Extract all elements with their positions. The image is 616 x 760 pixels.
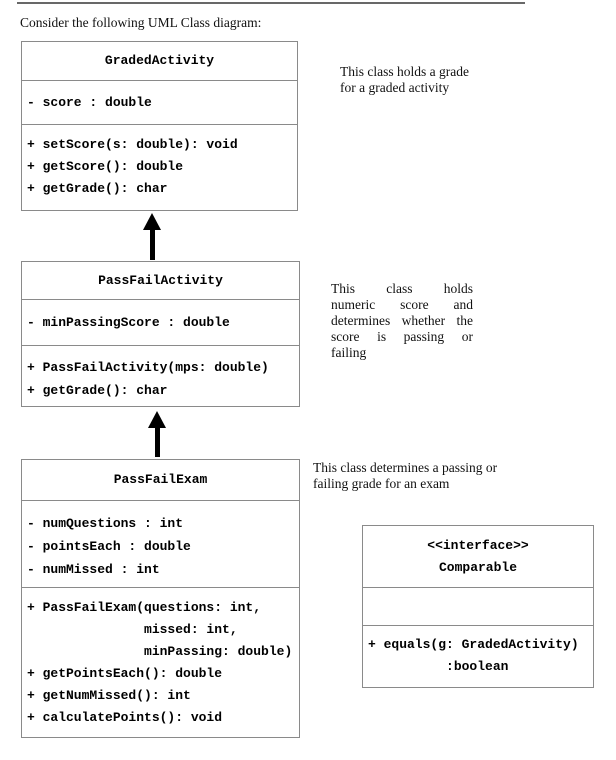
- interface-stereotype: <<interface>>: [427, 537, 529, 553]
- methods-section: + equals(g: GradedActivity) :boolean: [363, 626, 593, 687]
- class-box-graded-activity: GradedActivity - score : double + setSco…: [21, 41, 298, 211]
- uml-method: missed: int,: [27, 622, 238, 637]
- uml-method: + setScore(s: double): void: [27, 137, 238, 152]
- intro-text: Consider the following UML Class diagram…: [20, 15, 262, 30]
- uml-method: + getNumMissed(): int: [27, 688, 191, 703]
- uml-method: minPassing: double): [27, 644, 293, 659]
- uml-method: + getGrade(): char: [27, 383, 168, 398]
- class-box-pass-fail-exam: PassFailExam - numQuestions : int - poin…: [21, 459, 300, 738]
- attributes-section: - score : double: [22, 81, 297, 125]
- note-line: This class determines a passing or: [313, 460, 498, 475]
- uml-attribute: - minPassingScore : double: [27, 315, 230, 330]
- attributes-section: - minPassingScore : double: [22, 300, 299, 346]
- methods-section: + PassFailExam(questions: int, missed: i…: [22, 588, 299, 737]
- note-line: failing grade for an exam: [313, 476, 450, 491]
- uml-method: + getGrade(): char: [27, 181, 168, 196]
- top-divider-rule: [17, 2, 525, 4]
- interface-box-comparable: <<interface>> Comparable + equals(g: Gra…: [362, 525, 594, 688]
- note-line: score is passing or: [331, 329, 473, 344]
- uml-attribute: - pointsEach : double: [27, 539, 191, 554]
- note-line: This class holds: [331, 281, 473, 296]
- uml-attribute: - numMissed : int: [27, 562, 160, 577]
- class-title-graded-activity: GradedActivity: [22, 42, 297, 81]
- inheritance-arrow-icon: [143, 213, 161, 260]
- uml-method: :boolean: [368, 659, 509, 674]
- attributes-section-empty: [363, 588, 593, 626]
- class-box-pass-fail-activity: PassFailActivity - minPassingScore : dou…: [21, 261, 300, 407]
- note-line: numeric score and: [331, 297, 473, 312]
- note-line: This class holds a grade: [340, 64, 469, 79]
- note-pass-fail-exam: This class determines a passing or faili…: [313, 460, 543, 492]
- uml-attribute: - score : double: [27, 95, 152, 110]
- note-line: for a graded activity: [340, 80, 450, 95]
- note-pass-fail-activity: This class holds numeric score and deter…: [331, 281, 473, 361]
- note-line: failing: [331, 345, 367, 360]
- uml-method: + calculatePoints(): void: [27, 710, 223, 725]
- uml-method: + PassFailExam(questions: int,: [27, 600, 262, 615]
- inheritance-arrow-icon: [148, 411, 166, 457]
- interface-title-comparable: Comparable: [438, 559, 517, 575]
- note-graded-activity: This class holds a grade for a graded ac…: [340, 64, 540, 96]
- uml-method: + getScore(): double: [27, 159, 184, 174]
- class-title-pass-fail-activity: PassFailActivity: [22, 262, 299, 300]
- methods-section: + PassFailActivity(mps: double) + getGra…: [22, 346, 299, 406]
- class-title-pass-fail-exam: PassFailExam: [22, 460, 299, 501]
- uml-attribute: - numQuestions : int: [27, 516, 184, 531]
- interface-title-section: <<interface>> Comparable: [363, 526, 593, 588]
- methods-section: + setScore(s: double): void + getScore()…: [22, 125, 297, 210]
- note-line: determines whether the: [331, 313, 473, 328]
- attributes-section: - numQuestions : int - pointsEach : doub…: [22, 501, 299, 588]
- uml-method: + equals(g: GradedActivity): [368, 637, 579, 652]
- uml-method: + PassFailActivity(mps: double): [27, 360, 269, 375]
- uml-method: + getPointsEach(): double: [27, 666, 223, 681]
